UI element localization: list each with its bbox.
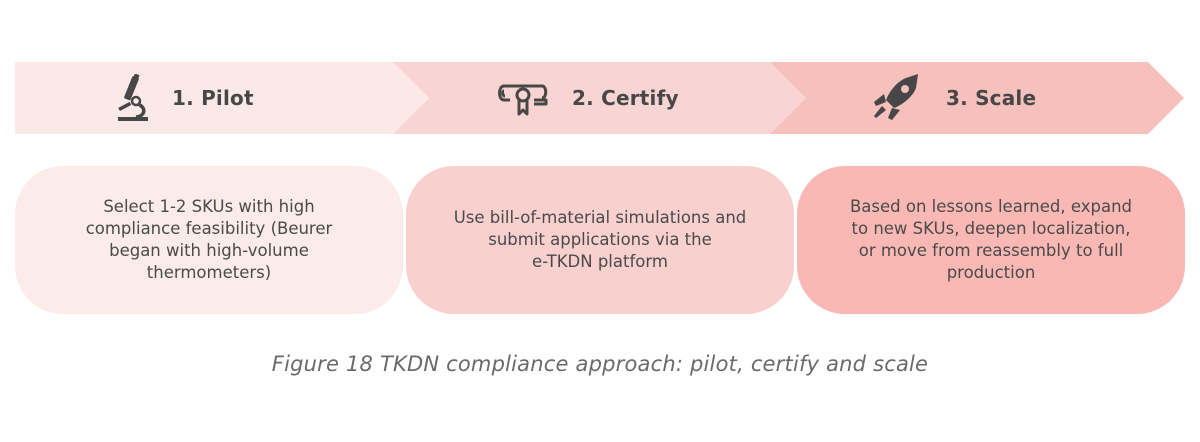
step-title-certify: 2. Certify (572, 86, 679, 110)
step-header-certify: 2. Certify (496, 62, 679, 134)
chevron-step-2 (393, 62, 806, 134)
chevron-step-1 (15, 62, 429, 134)
step-title-pilot: 1. Pilot (172, 86, 254, 110)
step-description-pilot: Select 1-2 SKUs with high compliance fea… (85, 197, 333, 282)
chevron-step-3 (770, 62, 1184, 134)
figure-caption: Figure 18 TKDN compliance approach: pilo… (271, 352, 929, 376)
step-title-scale: 3. Scale (946, 86, 1037, 110)
rocket-icon (870, 72, 924, 124)
step-description-certify: Use bill-of-material simulations and sub… (453, 208, 747, 271)
step-description-scale: Based on lessons learned, expand to new … (849, 197, 1133, 282)
step-card-certify: Use bill-of-material simulations and sub… (406, 166, 794, 314)
diploma-certificate-icon (496, 78, 550, 118)
microscope-icon (116, 74, 150, 122)
step-header-scale: 3. Scale (870, 62, 1036, 134)
step-card-scale: Based on lessons learned, expand to new … (797, 166, 1185, 314)
step-header-pilot: 1. Pilot (116, 62, 254, 134)
step-card-pilot: Select 1-2 SKUs with high compliance fea… (15, 166, 403, 314)
